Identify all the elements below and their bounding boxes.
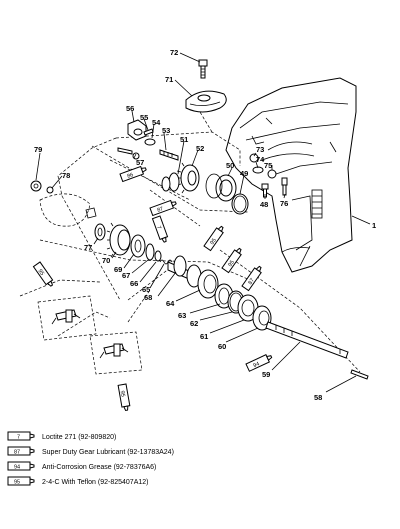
gear-stack-51 <box>161 172 180 192</box>
part-label-52: 52 <box>196 144 204 153</box>
shift-assembly-upper <box>37 295 97 341</box>
svg-text:95: 95 <box>209 238 217 246</box>
part-label-64: 64 <box>166 299 175 308</box>
part-label-77: 77 <box>84 243 92 252</box>
part-label-73: 73 <box>256 145 264 154</box>
tube-7-center: 7 <box>151 215 169 243</box>
part-label-48: 48 <box>260 200 268 209</box>
part-label-71: 71 <box>165 75 173 84</box>
bearing-69 <box>130 234 146 258</box>
svg-text:7: 7 <box>17 435 20 441</box>
part-label-1: 1 <box>372 221 376 230</box>
cap-56 <box>127 119 147 141</box>
clutch-shaft-68 <box>167 255 202 288</box>
svg-text:87: 87 <box>247 278 255 286</box>
legend: 7 Loctite 271 (92-809820) 87 Super Duty … <box>7 431 174 486</box>
svg-text:7: 7 <box>155 225 162 230</box>
tube-87-right: 87 <box>241 265 262 292</box>
part-label-69: 69 <box>114 265 122 274</box>
part-label-55: 55 <box>140 113 148 122</box>
part-label-49: 49 <box>240 169 248 178</box>
prop-nut-79 <box>30 180 42 192</box>
reverse-gear-64 <box>197 269 219 299</box>
part-label-59: 59 <box>262 370 270 379</box>
part-label-58: 58 <box>314 393 322 402</box>
shaft-53 <box>159 149 179 161</box>
forward-gear-70 <box>106 222 131 258</box>
part-label-65: 65 <box>142 285 150 294</box>
propeller-shaft-59 <box>265 321 349 359</box>
part-label-76: 76 <box>280 199 288 208</box>
part-label-70: 70 <box>102 256 110 265</box>
tube-94: 94 <box>245 354 273 372</box>
part-label-62: 62 <box>190 319 198 328</box>
tube-95-b: 95 <box>221 247 242 274</box>
svg-text:86: 86 <box>126 172 134 180</box>
bearing-50 <box>205 173 237 202</box>
screw-48 <box>261 183 269 198</box>
pin-58 <box>350 369 369 380</box>
part-label-53: 53 <box>162 126 170 135</box>
part-label-67: 67 <box>122 271 130 280</box>
tube-95-bottom: 95 <box>117 383 131 412</box>
pin-66 <box>154 250 162 262</box>
svg-text:Loctite 271 (92-809820): Loctite 271 (92-809820) <box>42 434 116 441</box>
svg-text:95: 95 <box>36 268 44 276</box>
part-label-63: 63 <box>178 311 186 320</box>
tube-87-upper: 87 <box>149 199 177 217</box>
tube-86: 86 <box>119 165 147 183</box>
pinion-gear-52 <box>176 162 200 194</box>
part-label-54: 54 <box>152 118 161 127</box>
part-label-51: 51 <box>180 135 188 144</box>
tube-95-a: 95 <box>203 225 224 252</box>
svg-text:95: 95 <box>119 390 126 397</box>
legend-item-95: 95 2-4-C With Teflon (92-825407A12) <box>7 476 148 486</box>
gear-60 <box>252 305 272 331</box>
part-label-79: 79 <box>34 145 42 154</box>
o-ring-49 <box>231 193 249 215</box>
washer-54 <box>144 138 156 146</box>
part-label-68: 68 <box>144 293 152 302</box>
part-label-74: 74 <box>256 155 265 164</box>
tube-95-left: 95 <box>32 261 54 287</box>
part-label-60: 60 <box>218 342 226 351</box>
cover-plate-71 <box>185 90 227 113</box>
legend-item-87: 87 Super Duty Gear Lubricant (92-13783A2… <box>7 446 174 456</box>
part-label-61: 61 <box>200 332 208 341</box>
svg-text:Anti-Corrosion Grease (92-7837: Anti-Corrosion Grease (92-78376A6) <box>42 464 156 471</box>
tab-washer-78 <box>46 186 54 194</box>
part-label-66: 66 <box>130 279 138 288</box>
screw-76 <box>281 177 288 196</box>
svg-text:87: 87 <box>156 206 164 214</box>
nut-73 <box>249 153 259 163</box>
part-label-75: 75 <box>264 161 272 170</box>
leader-lines <box>35 52 371 393</box>
propeller-outline <box>39 193 97 227</box>
svg-text:2-4-C With Teflon (92-825407A: 2-4-C With Teflon (92-825407A12) <box>42 479 148 486</box>
svg-text:95: 95 <box>14 480 20 486</box>
svg-text:94: 94 <box>14 465 20 471</box>
part-label-57: 57 <box>136 158 144 167</box>
thrust-washer-77 <box>94 223 106 241</box>
part-label-56: 56 <box>126 104 134 113</box>
gear-housing <box>225 77 357 273</box>
legend-item-94: 94 Anti-Corrosion Grease (92-78376A6) <box>7 461 156 471</box>
part-labels: 72 71 56 55 54 53 57 51 52 73 74 75 50 4… <box>34 48 376 402</box>
clutch-67 <box>145 243 155 261</box>
nut-75 <box>267 169 277 179</box>
spring-65 <box>159 259 173 265</box>
legend-item-7: 7 Loctite 271 (92-809820) <box>7 431 116 441</box>
svg-text:95: 95 <box>227 260 235 268</box>
part-label-72: 72 <box>170 48 178 57</box>
svg-text:94: 94 <box>252 361 260 369</box>
bolt-72 <box>198 59 208 79</box>
svg-text:87: 87 <box>14 450 20 456</box>
shift-assembly-lower <box>89 331 143 375</box>
part-label-50: 50 <box>226 161 234 170</box>
part-label-78: 78 <box>62 171 70 180</box>
svg-text:Super Duty Gear Lubricant (92-: Super Duty Gear Lubricant (92-13783A24) <box>42 449 174 456</box>
